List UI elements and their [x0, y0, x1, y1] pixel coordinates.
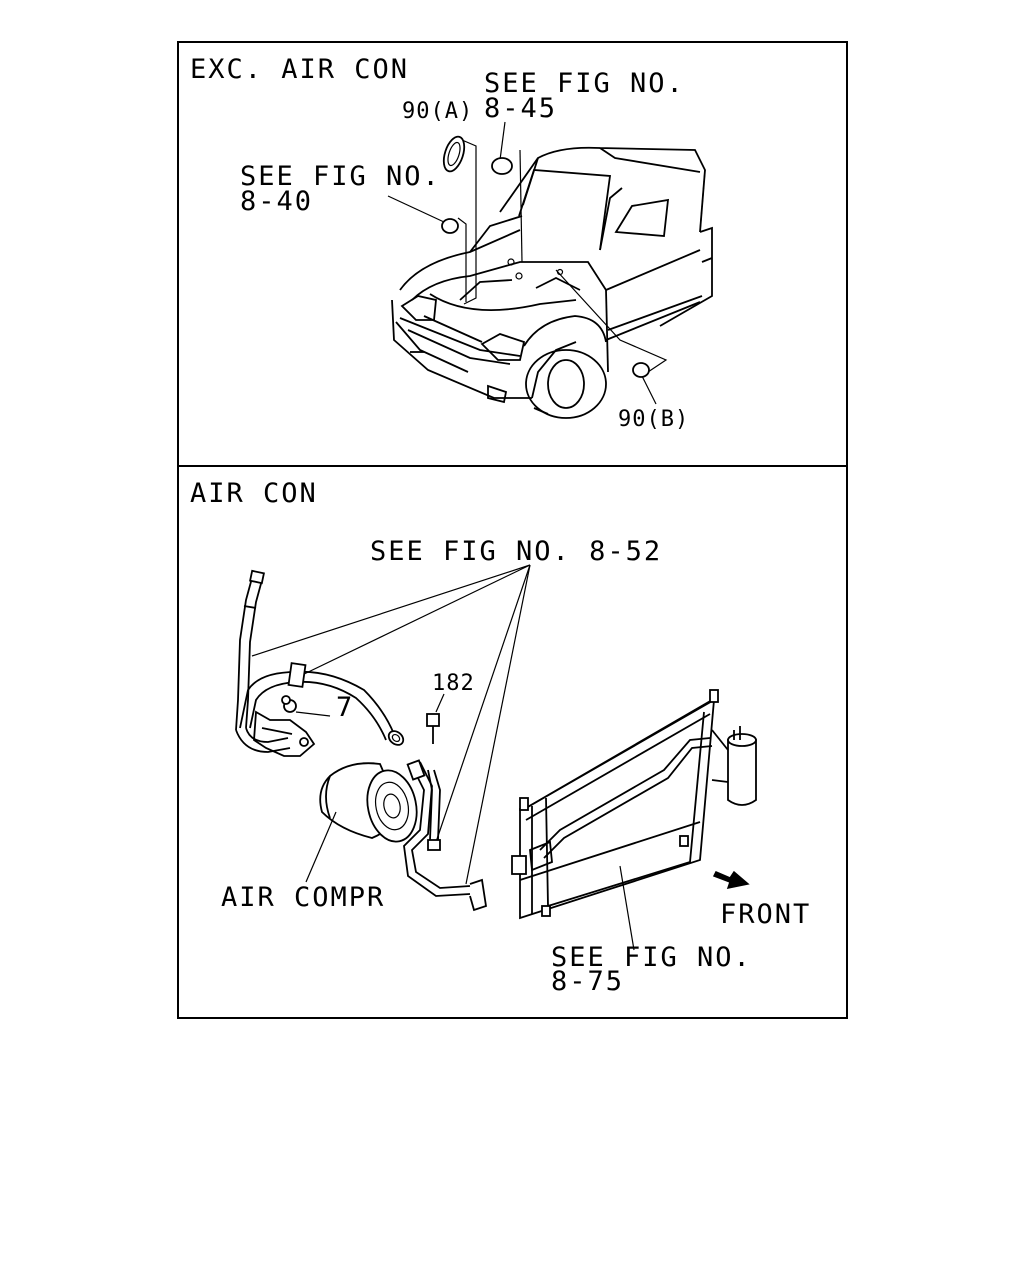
suction-hose	[235, 569, 291, 753]
discharge-hose	[239, 662, 405, 746]
plug-8-40	[441, 218, 459, 234]
ref-8-45-line2: 8-45	[484, 93, 557, 124]
part-90a-label: 90(A)	[402, 99, 473, 124]
front-label: FRONT	[720, 899, 811, 930]
manifold-block	[253, 695, 331, 757]
front-direction-arrow-icon	[712, 870, 750, 889]
plug-8-45	[491, 157, 513, 175]
ref-8-52: SEE FIG NO. 8-52	[370, 536, 662, 567]
bottom-panel-title: AIR CON	[190, 478, 318, 509]
air-compressor	[305, 762, 418, 883]
liquid-line-pipe	[403, 759, 488, 912]
plug-90b	[632, 362, 650, 378]
diagram-frame	[177, 41, 848, 1019]
top-panel-title: EXC. AIR CON	[190, 54, 409, 85]
air-compr-label: AIR COMPR	[221, 882, 385, 913]
condenser	[511, 689, 757, 951]
plug-90a	[442, 135, 466, 173]
part-182-label: 182	[432, 671, 475, 696]
ref-8-40-line1: SEE FIG NO.	[240, 161, 441, 192]
bolt-182	[426, 693, 445, 744]
part-90b-label: 90(B)	[618, 407, 689, 432]
ref-8-75-line1: SEE FIG NO.	[551, 942, 752, 973]
ref-8-75-line2: 8-75	[551, 966, 624, 997]
bottom-panel: AIR CON SEE FIG NO. 8-52 182 7 AIR COMPR…	[190, 478, 811, 997]
top-callouts	[387, 121, 668, 405]
part-7-label: 7	[336, 692, 354, 723]
top-panel: EXC. AIR CON SEE FIG NO. 8-45 SEE FIG NO…	[190, 54, 713, 432]
ref-8-45-line1: SEE FIG NO.	[484, 68, 685, 99]
pickup-truck-illustration	[391, 146, 713, 419]
ref-8-40-line2: 8-40	[240, 186, 313, 217]
ref-8-52-leaders	[251, 564, 531, 885]
